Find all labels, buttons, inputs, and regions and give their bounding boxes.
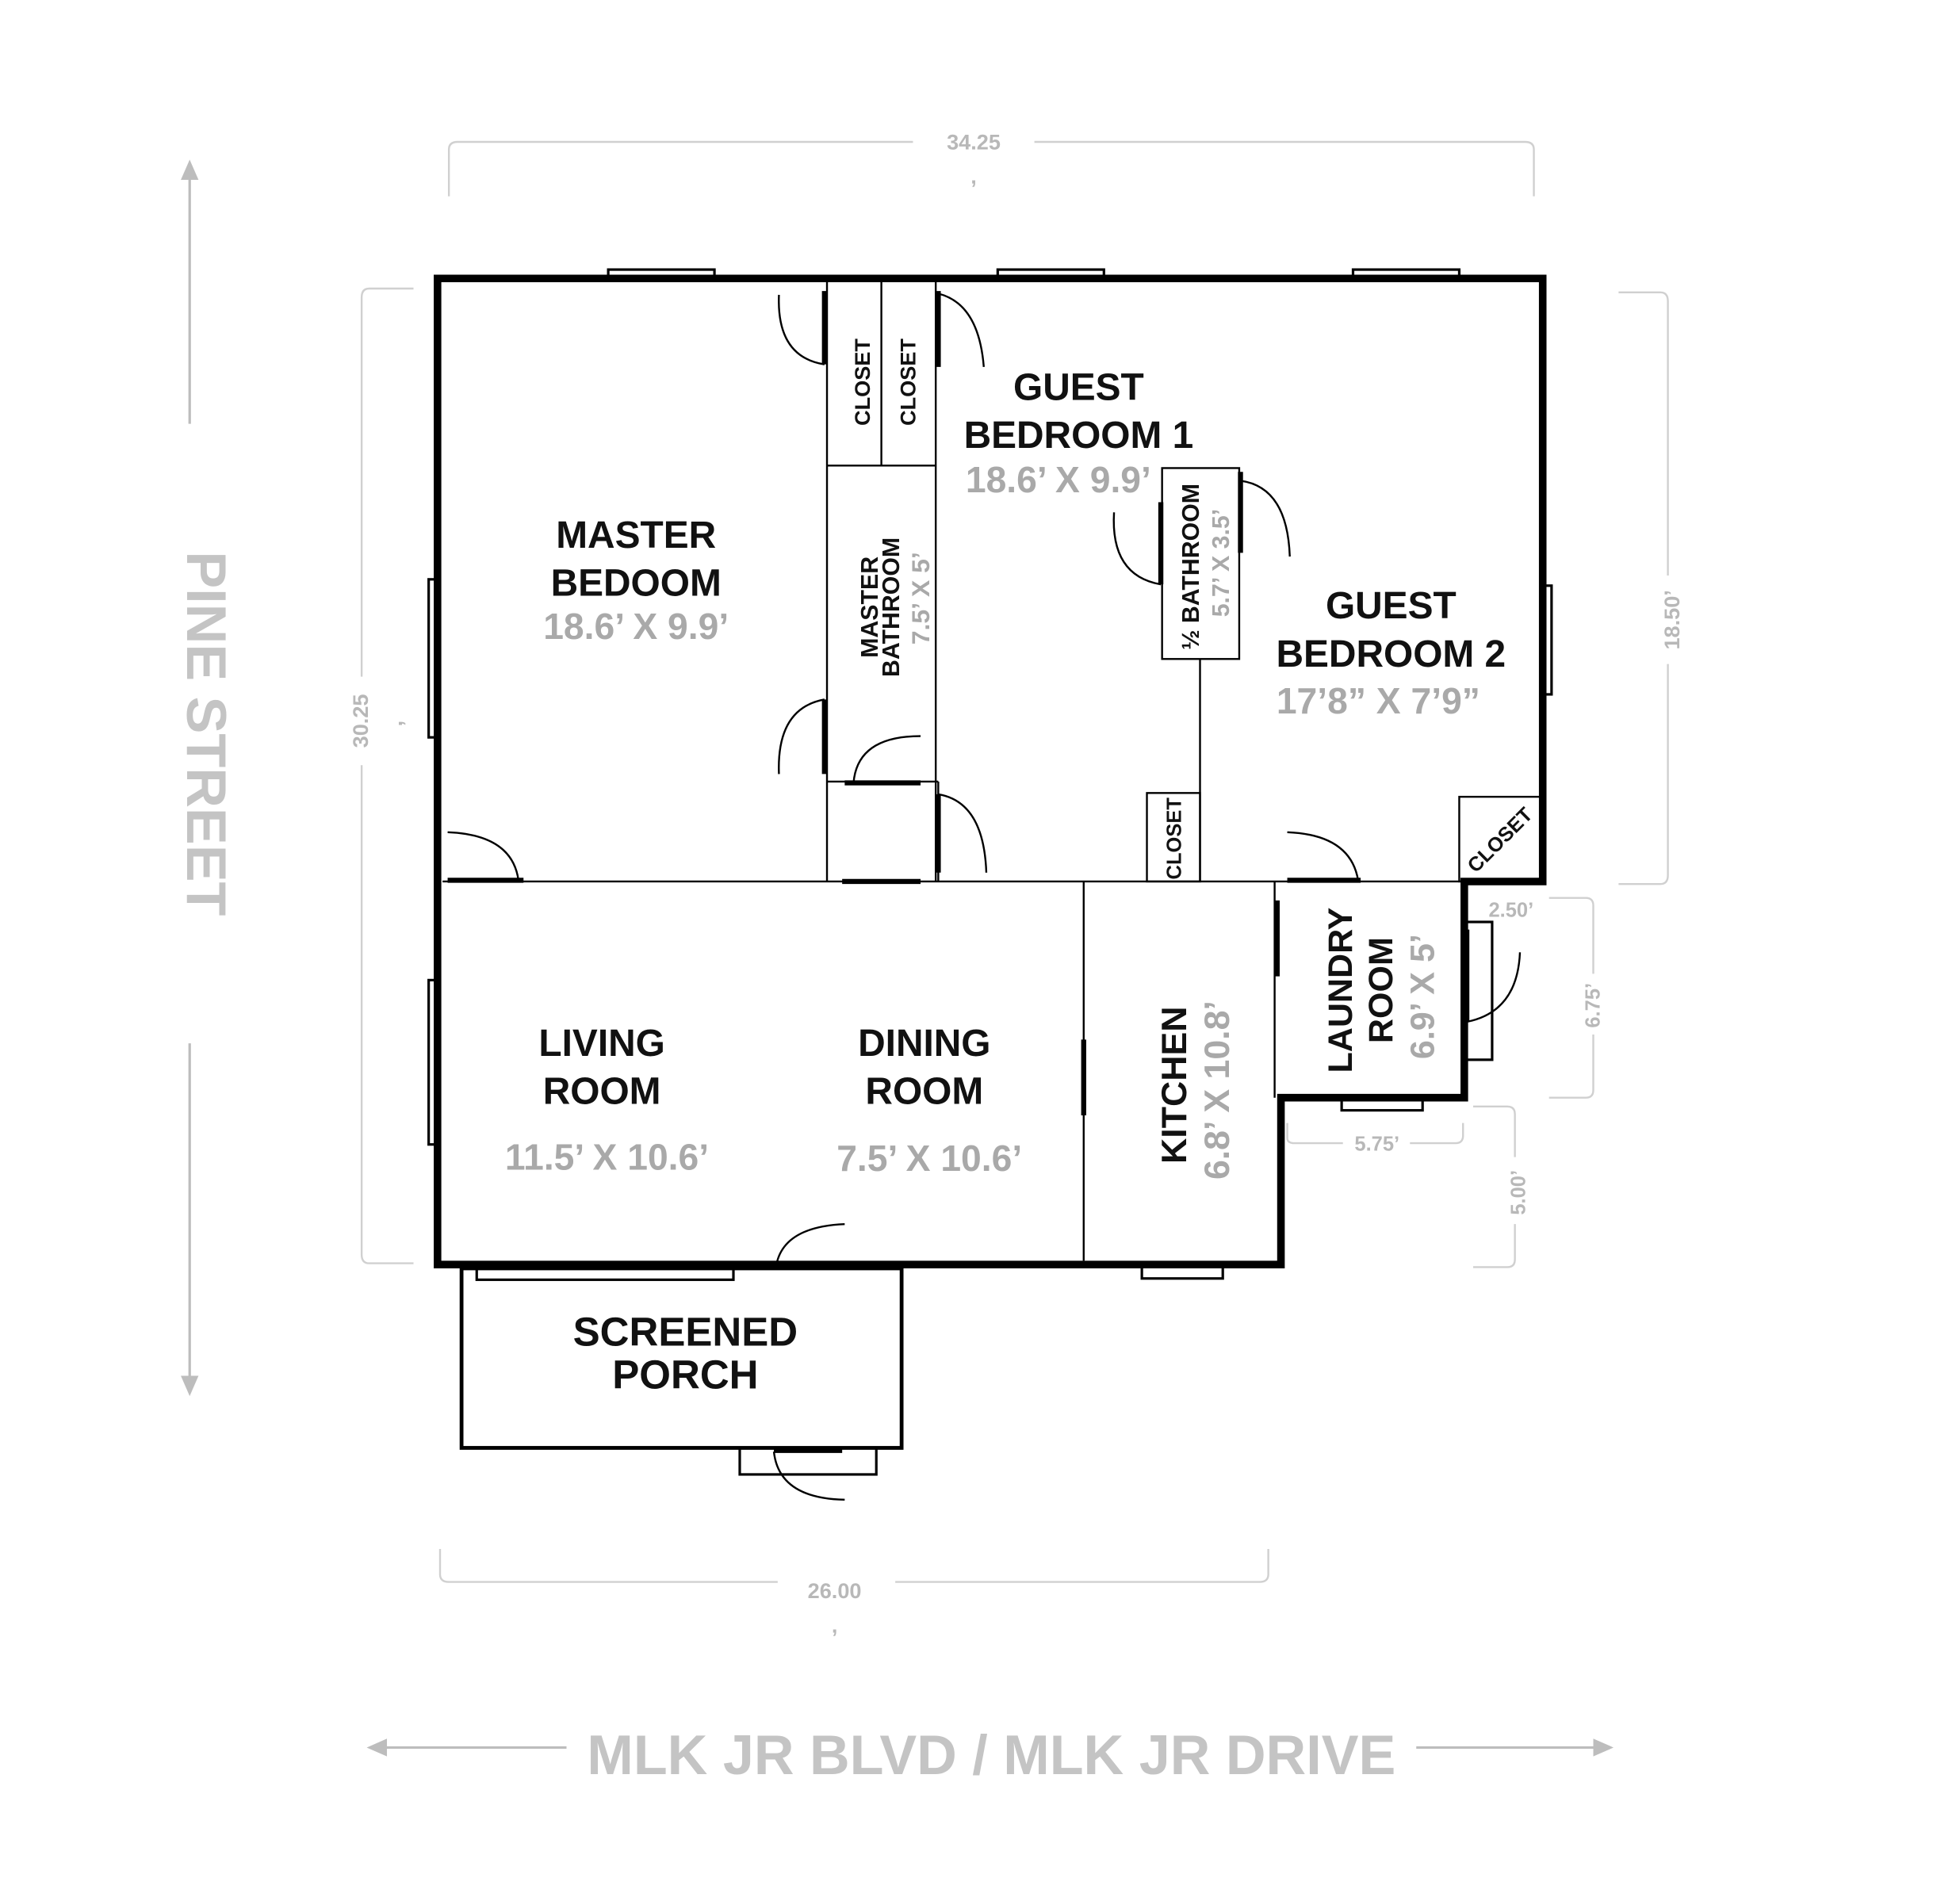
left-dimension-bracket [360, 287, 414, 1264]
laundry-room-name-2: ROOM [1362, 937, 1400, 1043]
doors [447, 291, 1522, 1501]
laundry-room-size: 6.9’ X 5’ [1404, 934, 1442, 1059]
master-bedroom: MASTER BEDOOM 18.6’ X 9.9’ [543, 514, 729, 647]
master-bathroom-size: 7.5’ X 5’ [906, 552, 935, 644]
guest-bedroom-1-name-1: GUEST [1013, 366, 1144, 408]
guest-bedroom-1: GUEST BEDROOM 1 18.6’ X 9.9’ [964, 366, 1194, 499]
guest-bedroom-2-name-2: BEDROOM 2 [1276, 633, 1506, 675]
laundry-depth-bracket [1548, 897, 1594, 1099]
top-dimension: 34.25 [947, 130, 1001, 155]
dining-room: DINING ROOM 7.5’ X 10.6’ [836, 1023, 1022, 1179]
left-dimension: 30.25 [348, 694, 373, 748]
master-bathroom-name-1: MASTER [857, 556, 883, 658]
master-bathroom-name-2: BATHROOM [879, 537, 905, 677]
bottom-dimension-tick: , [832, 1612, 838, 1637]
guest-bedroom-2-size: 17’8” X 7’9” [1277, 680, 1480, 721]
bottom-dimension-bracket [438, 1549, 1269, 1583]
closet-4-label: CLOSET [1464, 803, 1537, 877]
laundry-width-bracket [1286, 1123, 1464, 1145]
closet-1-label: CLOSET [850, 338, 875, 426]
half-bathroom: ½ BATHROOM 5.7’ X 3.5’ [1178, 484, 1235, 650]
pine-street-arrow [181, 159, 199, 1397]
guest-bedroom-2: GUEST BEDROOM 2 17’8” X 7’9” [1276, 585, 1506, 721]
living-room-name-1: LIVING [538, 1023, 664, 1065]
guest-bedroom-2-name-1: GUEST [1326, 585, 1457, 627]
mlk-street-label: MLK JR BLVD / MLK JR DRIVE [587, 1723, 1395, 1786]
living-room-name-2: ROOM [543, 1071, 661, 1113]
right-dimension-bracket [1618, 291, 1669, 885]
exterior-wall [434, 274, 1547, 1268]
laundry-room-name-1: LAUNDRY [1322, 907, 1360, 1073]
guest-bedroom-1-name-2: BEDROOM 1 [964, 415, 1194, 457]
right-dimension: 18.50’ [1659, 590, 1684, 649]
dining-room-size: 7.5’ X 10.6’ [836, 1138, 1022, 1179]
master-bedroom-size: 18.6’ X 9.9’ [543, 606, 729, 647]
master-bedroom-name-1: MASTER [556, 514, 716, 556]
pine-street-label: PINE STREET [175, 551, 238, 916]
kitchen-size: 6.8’ X 10.8’ [1198, 1000, 1237, 1180]
top-dimension-tick: , [970, 164, 977, 189]
kitchen: KITCHEN 6.8’ X 10.8’ [1155, 1000, 1237, 1180]
laundry-width-dimension: 5.75’ [1354, 1134, 1399, 1156]
laundry-depth-dimension: 6.75’ [1582, 983, 1604, 1028]
closet-2-label: CLOSET [896, 338, 921, 426]
screened-porch: SCREENED PORCH [573, 1309, 798, 1397]
screened-porch-name-2: PORCH [612, 1352, 758, 1398]
screened-porch-name-1: SCREENED [573, 1309, 798, 1354]
screened-porch-outline [459, 1266, 904, 1450]
dining-room-name-2: ROOM [865, 1071, 983, 1113]
half-bathroom-size: 5.7’ X 3.5’ [1208, 509, 1235, 617]
living-room-size: 11.5’ X 10.6’ [505, 1137, 709, 1178]
living-room: LIVING ROOM 11.5’ X 10.6’ [505, 1023, 709, 1178]
left-dimension-tick: , [382, 721, 407, 727]
kitchen-name: KITCHEN [1155, 1007, 1194, 1164]
dining-room-name-1: DINING [858, 1023, 990, 1065]
top-dimension-bracket [447, 140, 1535, 197]
kitchen-offset-dimension: 5.00’ [1507, 1170, 1529, 1215]
kitchen-offset-bracket [1472, 1105, 1516, 1268]
closet-3-label: CLOSET [1164, 797, 1186, 880]
laundry-offset-dimension: 2.50’ [1488, 900, 1533, 922]
guest-bedroom-1-size: 18.6’ X 9.9’ [966, 459, 1151, 500]
bottom-dimension: 26.00 [808, 1578, 862, 1603]
laundry-room: LAUNDRY ROOM 6.9’ X 5’ [1322, 907, 1442, 1073]
mlk-arrow [366, 1738, 1614, 1757]
master-bedroom-name-2: BEDOOM [551, 563, 722, 605]
half-bathroom-name: ½ BATHROOM [1178, 484, 1204, 650]
master-bathroom: MASTER BATHROOM 7.5’ X 5’ [857, 537, 935, 677]
